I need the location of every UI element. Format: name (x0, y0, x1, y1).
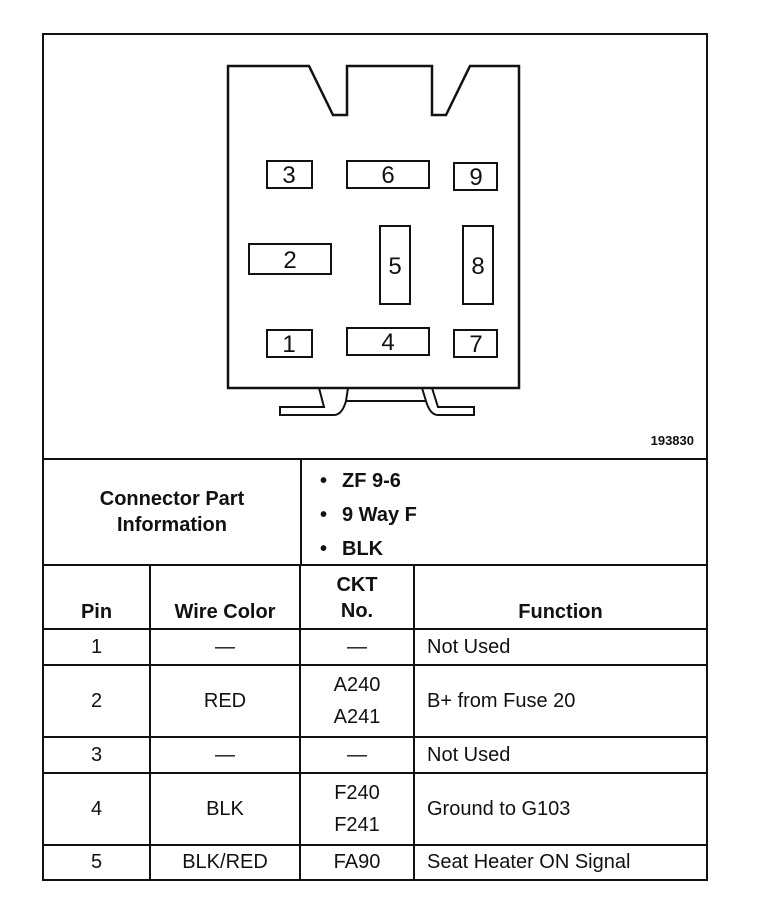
table-row: 1 — — Not Used (44, 628, 706, 666)
pin-cavity-7 (453, 329, 498, 358)
connector-info-item: 9 Way F (302, 498, 417, 532)
cell-function: Not Used (413, 736, 706, 774)
ckt-number: A241 (333, 706, 381, 728)
table-row: 2 RED A240 A241 B+ from Fuse 20 (44, 664, 706, 738)
table-row: 3 — — Not Used (44, 736, 706, 774)
cell-wire-color: RED (149, 664, 301, 738)
cell-wire-color: BLK (149, 772, 301, 846)
pin-cavity-1 (266, 329, 313, 358)
header-ckt-line: CKT (336, 574, 378, 596)
pin-label: 8 (471, 253, 484, 280)
cell-ckt-no: FA90 (299, 844, 415, 879)
connector-lock-tab (279, 387, 349, 416)
cell-pin: 2 (44, 664, 151, 738)
cell-pin: 4 (44, 772, 151, 846)
pin-label: 1 (282, 331, 295, 358)
connector-face-drawing: 3 6 9 2 5 8 1 4 7 (226, 64, 521, 416)
pin-label: 4 (381, 329, 394, 356)
connector-info-label-line: Connector Part (99, 488, 245, 510)
cell-wire-color: — (149, 736, 301, 774)
pin-cavity-2 (248, 243, 332, 275)
pin-label: 7 (469, 331, 482, 358)
header-ckt-no: CKT No. (299, 566, 415, 630)
cell-function: Not Used (413, 628, 706, 666)
cell-ckt-no: A240 A241 (299, 664, 415, 738)
pin-cavity-8 (462, 225, 494, 305)
pin-cavity-3 (266, 160, 313, 189)
connector-info-item: ZF 9-6 (302, 464, 417, 498)
connector-info-list: ZF 9-6 9 Way F BLK (302, 464, 417, 566)
header-wire-color: Wire Color (149, 566, 301, 630)
cell-ckt-no: F240 F241 (299, 772, 415, 846)
connector-info-label-line: Information (117, 514, 227, 536)
cell-pin: 1 (44, 628, 151, 666)
connector-part-info: Connector Part Information ZF 9-6 9 Way … (44, 460, 706, 566)
cell-pin: 5 (44, 844, 151, 879)
connector-diagram-panel: 3 6 9 2 5 8 1 4 7 193830 (44, 35, 706, 460)
pin-label: 9 (469, 164, 482, 191)
table-row: 4 BLK F240 F241 Ground to G103 (44, 772, 706, 846)
table-row: 5 BLK/RED FA90 Seat Heater ON Signal (44, 844, 706, 879)
pin-table: Pin Wire Color CKT No. Function 1 — — No… (44, 566, 706, 879)
connector-sheet: 3 6 9 2 5 8 1 4 7 193830 Connector Part … (42, 33, 708, 881)
connector-housing (226, 64, 521, 390)
ckt-number: F240 (334, 782, 380, 804)
pin-label: 6 (381, 162, 394, 189)
pin-label: 5 (388, 253, 401, 280)
figure-number: 193830 (650, 433, 694, 448)
pin-label: 3 (282, 162, 295, 189)
pin-cavity-5 (379, 225, 411, 305)
cell-function: B+ from Fuse 20 (413, 664, 706, 738)
header-pin: Pin (44, 566, 151, 630)
cell-function: Seat Heater ON Signal (413, 844, 706, 879)
cell-pin: 3 (44, 736, 151, 774)
pin-cavity-4 (346, 327, 430, 356)
connector-lock-tab (421, 387, 475, 416)
cell-ckt-no: — (299, 736, 415, 774)
cell-wire-color: BLK/RED (149, 844, 301, 879)
ckt-number: F241 (334, 814, 380, 836)
cell-function: Ground to G103 (413, 772, 706, 846)
connector-info-item: BLK (302, 532, 417, 566)
cell-ckt-no: — (299, 628, 415, 666)
ckt-number: A240 (333, 674, 381, 696)
header-ckt-line: No. (340, 600, 374, 622)
connector-info-label: Connector Part Information (44, 460, 302, 564)
pin-cavity-6 (346, 160, 430, 189)
header-function: Function (413, 566, 706, 630)
table-header-row: Pin Wire Color CKT No. Function (44, 566, 706, 630)
cell-wire-color: — (149, 628, 301, 666)
pin-cavity-9 (453, 162, 498, 191)
pin-label: 2 (283, 247, 296, 274)
